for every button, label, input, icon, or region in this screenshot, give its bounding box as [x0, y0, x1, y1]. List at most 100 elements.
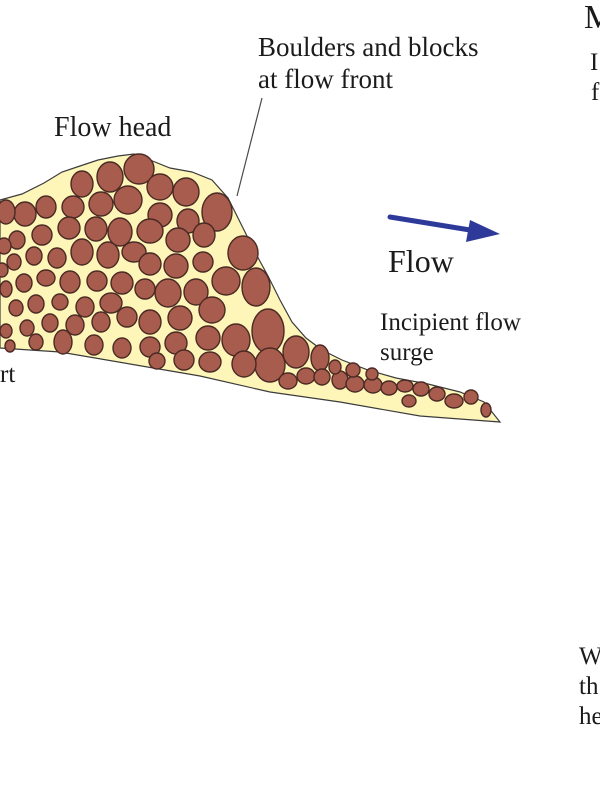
- boulder-clast: [110, 271, 134, 295]
- boulder-clast: [0, 199, 16, 225]
- boulder-clast: [313, 368, 331, 386]
- boulder-clast: [70, 238, 94, 266]
- boulder-clast: [480, 402, 492, 418]
- boulder-clast: [47, 247, 67, 269]
- boulder-clast: [36, 269, 56, 287]
- boulder-clast: [53, 329, 73, 355]
- boulder-clast: [51, 293, 69, 311]
- flow-label: Flow: [388, 243, 454, 279]
- boulder-clast: [134, 278, 156, 300]
- boulder-clast: [27, 294, 45, 314]
- boulder-clast: [61, 195, 85, 219]
- boulder-clast: [148, 352, 166, 370]
- boulder-clast: [13, 201, 37, 227]
- cut-off-right-text-5: he: [579, 703, 600, 730]
- boulder-clast: [173, 349, 195, 371]
- right-arrow-icon: [387, 214, 500, 242]
- boulder-clast: [19, 319, 35, 337]
- boulder-clast: [444, 393, 464, 409]
- boulder-clast: [84, 334, 104, 356]
- boulder-clast: [59, 270, 81, 294]
- boulder-clast: [6, 253, 22, 271]
- boulder-clast: [183, 278, 209, 306]
- boulders-and-blocks: [0, 153, 492, 418]
- boulder-clast: [396, 379, 414, 393]
- boulder-clast: [65, 314, 85, 336]
- boulder-clast: [0, 280, 13, 298]
- boulder-clast: [113, 185, 143, 215]
- boulder-clast: [96, 161, 124, 193]
- boulder-clast: [138, 252, 162, 276]
- boulder-clast: [35, 195, 57, 219]
- boulder-clast: [428, 386, 446, 402]
- boulder-clast: [0, 262, 9, 278]
- boulder-clast: [121, 241, 147, 263]
- boulder-clast: [25, 246, 43, 266]
- boulder-clast: [380, 380, 398, 396]
- boulder-clast: [75, 296, 95, 318]
- boulder-clast: [91, 311, 111, 333]
- boulder-clast: [112, 337, 132, 359]
- boulder-clast: [296, 367, 316, 385]
- boulder-clast: [136, 218, 164, 244]
- incipient-label-line2: surge: [380, 339, 434, 366]
- boulder-clast: [0, 323, 13, 339]
- boulder-clast: [201, 192, 233, 232]
- boulder-clast: [99, 292, 123, 314]
- incipient-label-line1: Incipient flow: [380, 309, 521, 336]
- boulder-clast: [70, 170, 94, 198]
- boulder-clast: [278, 372, 298, 390]
- boulder-clast: [198, 351, 222, 373]
- cut-off-heading: M: [584, 0, 600, 36]
- cut-off-right-text-3: W: [579, 643, 600, 670]
- boulder-clast: [31, 224, 53, 246]
- cut-off-right-text-4: th: [579, 673, 599, 700]
- boulder-clast: [345, 362, 361, 378]
- boulder-clast: [463, 389, 479, 405]
- boulder-clast: [0, 237, 12, 255]
- boulder-clast: [282, 335, 310, 369]
- boulder-clast: [211, 266, 241, 296]
- boulder-clast: [146, 173, 174, 201]
- boulder-clast: [328, 359, 342, 375]
- boulder-clast: [165, 227, 191, 253]
- boulder-clast: [163, 253, 189, 279]
- cut-off-left-label: rt: [0, 361, 16, 388]
- boulder-clast: [84, 216, 108, 242]
- boulder-clast: [345, 375, 365, 393]
- boulder-clast: [86, 270, 108, 292]
- cut-off-right-text-1: I: [590, 49, 599, 76]
- boulders-label-line2: at flow front: [258, 64, 393, 94]
- boulder-clast: [192, 222, 216, 248]
- boulder-clast: [241, 267, 271, 307]
- boulder-clast: [412, 381, 430, 397]
- flow-head-label: Flow head: [54, 112, 172, 143]
- boulder-clast: [195, 325, 221, 351]
- boulder-clast: [116, 306, 138, 328]
- boulder-clast: [251, 308, 285, 354]
- boulder-clast: [401, 394, 417, 408]
- boulder-clast: [227, 235, 259, 271]
- boulder-clast: [57, 216, 81, 240]
- boulder-clast: [107, 217, 133, 247]
- boulder-clast: [310, 344, 330, 372]
- boulder-clast: [96, 241, 120, 269]
- boulder-clast: [8, 299, 24, 317]
- boulder-clast: [4, 339, 16, 353]
- cut-off-right-text-2: f: [591, 79, 600, 106]
- boulder-clast: [123, 153, 155, 185]
- boulder-clast: [192, 251, 214, 273]
- boulder-clast: [15, 273, 33, 293]
- boulder-clast: [172, 177, 200, 207]
- boulder-clast: [167, 305, 193, 331]
- boulder-clast: [88, 191, 114, 217]
- boulder-clast: [198, 296, 226, 324]
- boulder-clast: [28, 333, 44, 351]
- boulder-clast: [154, 278, 182, 308]
- boulder-clast: [41, 313, 59, 333]
- boulder-clast: [138, 309, 162, 335]
- boulders-label-line1: Boulders and blocks: [258, 32, 479, 62]
- annotation-leader-line: [236, 97, 263, 197]
